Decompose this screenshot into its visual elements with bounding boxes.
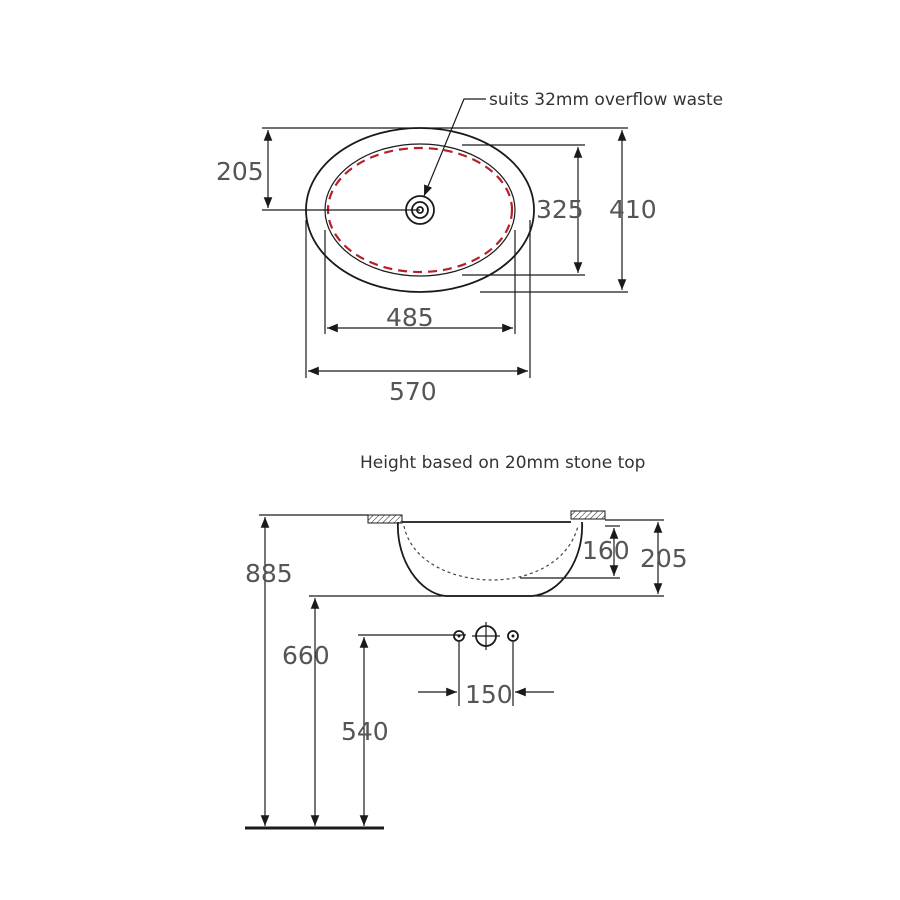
dim-tap-height: 540: [341, 717, 389, 746]
overflow-note: suits 32mm overflow waste: [489, 90, 723, 110]
bowl-inner-dashed: [403, 525, 579, 581]
dim-bowl-inner-depth: 160: [582, 536, 630, 565]
tap-hole-left-icon: [453, 630, 465, 642]
tap-hole-center-icon: [472, 622, 500, 650]
side-view: 885 660 540 160 205 150: [245, 510, 688, 830]
dim-overflow-from-edge: 205: [216, 157, 264, 186]
dim-inner-depth: 325: [536, 195, 584, 224]
stone-top-right: [570, 510, 606, 520]
dim-inner-width: 485: [386, 303, 434, 332]
dim-total-height: 885: [245, 559, 293, 588]
plan-view: suits 32mm overflow waste 205 325 410 48…: [216, 90, 723, 406]
dim-tap-spacing: 150: [465, 680, 513, 709]
dim-bowl-bottom-height: 660: [282, 641, 330, 670]
basin-bowl-outline: [397, 521, 583, 597]
tap-hole-right-icon: [507, 630, 519, 642]
height-note: Height based on 20mm stone top: [360, 453, 645, 473]
dim-outer-width: 570: [389, 377, 437, 406]
overflow-leader-line: [423, 98, 486, 197]
dim-outer-depth: 410: [609, 195, 657, 224]
stone-top-left: [367, 514, 403, 524]
dim-bowl-outer-depth: 205: [640, 544, 688, 573]
